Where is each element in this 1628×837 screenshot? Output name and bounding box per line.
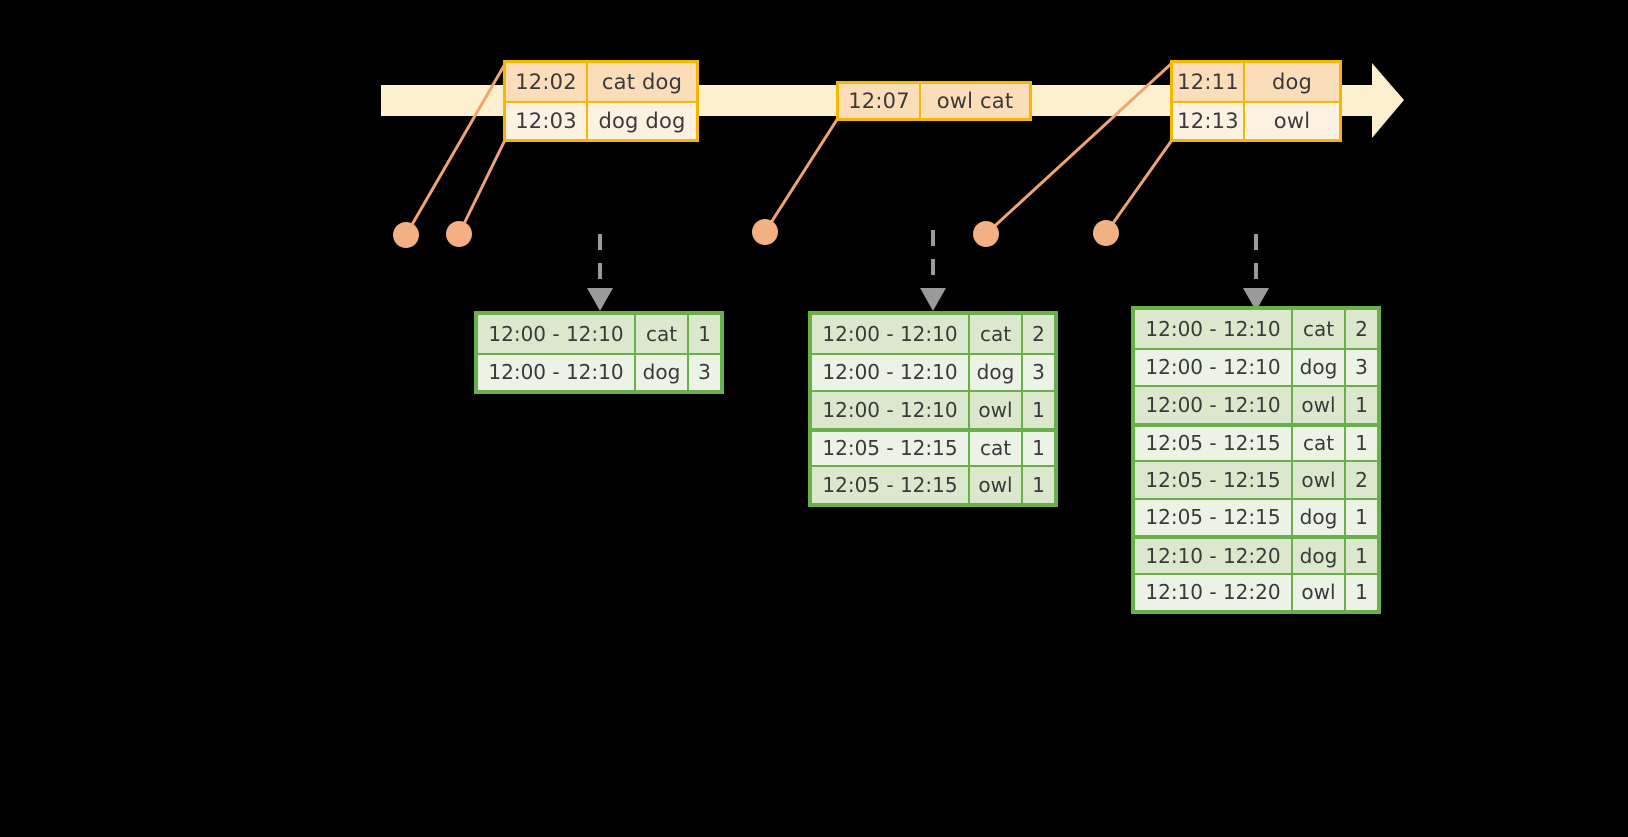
cell-word: owl [970,467,1023,503]
cell-count: 3 [1355,355,1368,380]
event-time: 12:13 [1173,103,1245,139]
events-group-2: 12:07 owl cat [836,81,1032,121]
cell-window: 12:00 - 12:10 [812,392,970,428]
cell-word: dog [1293,499,1346,535]
cell-count: 3 [1032,360,1045,385]
event-dot-4 [973,221,999,247]
connector-line-1 [404,63,507,236]
cell-window: 12:05 - 12:15 [1135,426,1293,460]
cell-word: cat [970,431,1023,465]
cell-window: 12:05 - 12:15 [812,467,970,503]
event-dot-3 [752,219,778,245]
cell-count: 1 [1355,392,1368,417]
cell-count: 1 [698,321,711,346]
event-time: 12:03 [506,103,588,139]
cell-count: 2 [1355,467,1368,492]
cell-word: cat [1293,310,1346,348]
cell-word: owl [1293,462,1346,498]
event-time: 12:07 [839,84,921,118]
event-time: 12:02 [506,63,588,101]
cell-window: 12:00 - 12:10 [812,354,970,390]
cell-window: 12:10 - 12:20 [1135,539,1293,573]
cell-count: 2 [1032,321,1045,346]
event-row[interactable]: 12:03 dog dog [506,101,696,139]
events-group-1: 12:02 cat dog 12:03 dog dog [503,60,699,142]
cell-window: 12:00 - 12:10 [812,315,970,353]
cell-window: 12:00 - 12:10 [1135,349,1293,385]
event-words: owl cat [936,89,1014,113]
cell-window: 12:00 - 12:10 [478,354,636,390]
cell-count: 2 [1355,316,1368,341]
cell-window: 12:10 - 12:20 [1135,574,1293,610]
connector-line-3 [763,117,840,233]
cell-word: owl [1293,574,1346,610]
connector-line-5 [1104,139,1174,234]
event-words: owl [1273,109,1311,133]
event-words: dog [1271,70,1313,94]
cell-word: dog [1293,539,1346,573]
cell-count: 1 [1032,397,1045,422]
event-dot-5 [1093,220,1119,246]
cell-window: 12:05 - 12:15 [1135,499,1293,535]
table-arrows [598,230,1258,288]
cell-word: dog [636,354,689,390]
cell-window: 12:05 - 12:15 [1135,462,1293,498]
event-dot-1 [393,222,419,248]
cell-word: cat [970,315,1023,353]
event-words: cat dog [601,70,683,94]
cell-count: 1 [1355,505,1368,530]
events-group-3: 12:11 dog 12:13 owl [1170,60,1342,142]
cell-window: 12:00 - 12:10 [1135,310,1293,348]
cell-window: 12:00 - 12:10 [1135,387,1293,423]
cell-count: 1 [1355,580,1368,605]
cell-count: 1 [1355,543,1368,568]
cell-count: 1 [1355,431,1368,456]
cell-count: 3 [698,360,711,385]
event-row[interactable]: 12:02 cat dog [506,63,696,101]
cell-word: dog [1293,349,1346,385]
event-words: dog dog [598,109,686,133]
event-row[interactable]: 12:11 dog [1173,63,1339,101]
cell-word: owl [1293,387,1346,423]
event-row[interactable]: 12:13 owl [1173,101,1339,139]
table-arrowhead-1 [587,288,613,311]
table-arrowhead-2 [920,288,946,311]
cell-word: dog [970,354,1023,390]
cell-count: 1 [1032,472,1045,497]
cell-word: owl [970,392,1023,428]
event-row[interactable]: 12:07 owl cat [839,84,1029,118]
connector-line-2 [457,139,507,235]
cell-window: 12:05 - 12:15 [812,431,970,465]
cell-word: cat [1293,426,1346,460]
cell-window: 12:00 - 12:10 [478,315,636,353]
cell-count: 1 [1032,436,1045,461]
event-dot-2 [446,221,472,247]
event-dots [393,219,1119,248]
cell-word: cat [636,315,689,353]
event-time: 12:11 [1173,63,1245,101]
